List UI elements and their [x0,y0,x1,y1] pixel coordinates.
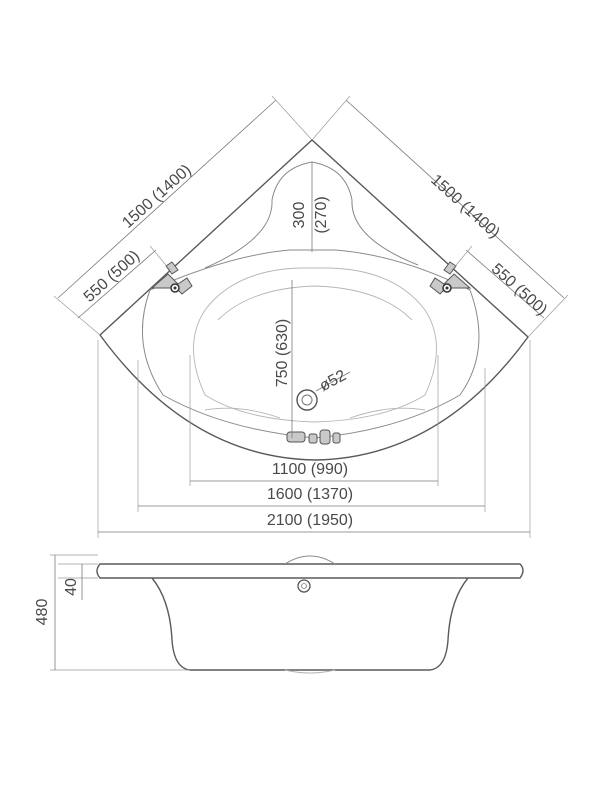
drain-icon [296,389,318,411]
drain-leader [315,371,351,392]
tub-outer-rim [99,139,529,461]
dim-ext [271,95,313,141]
inner-bowl-shade [217,285,413,321]
dim-corner-seat-label-a: 300 [291,202,308,229]
dim-seat-right-line [465,249,545,319]
dim-ext [149,245,171,271]
dim-seat-left-line [77,249,157,319]
inner-bowl [193,267,437,423]
footrest-left [204,407,281,419]
dim-side-left-label: 1500 (1400) [119,161,195,231]
dim-height-label: 480 [34,599,51,626]
dim-corner-seat-label-b: (270) [313,196,330,233]
dim-rim-label: 40 [63,578,80,596]
footrest-right [349,407,426,419]
side-view: 40 480 [34,554,524,674]
dim-bowl-width-label: 1600 (1370) [267,486,353,503]
dim-overall-width-label: 2100 (1950) [267,512,353,529]
side-body [151,577,469,671]
side-bottom [284,669,336,674]
dim-ext [451,245,473,271]
dim-seat-right-label: 550 (500) [488,260,550,318]
dim-side-right-line [345,99,565,299]
handle-left-icon [150,261,193,295]
side-rim [96,563,524,579]
inner-basin [141,249,480,439]
dim-ext [527,294,569,338]
dim-ext [311,95,351,141]
side-seat-hump [284,555,336,565]
dim-depth-label: 750 (630) [274,319,291,388]
faucet-icon [286,429,341,445]
corner-seat [271,161,419,266]
dim-side-right-label: 1500 (1400) [427,171,503,241]
overflow-drain-icon [297,579,311,593]
corner-seat-left [204,199,273,269]
dim-ext [53,295,101,336]
dim-drain-label: ø52 [317,367,349,395]
handle-right-icon [429,261,472,295]
dim-side-left-line [57,99,277,299]
dim-seat-left-label: 550 (500) [81,247,143,305]
top-view: 1500 (1400) 550 (500) 1500 (1400) 550 (5… [53,95,569,538]
dim-inner-width-label: 1100 (990) [272,461,348,478]
